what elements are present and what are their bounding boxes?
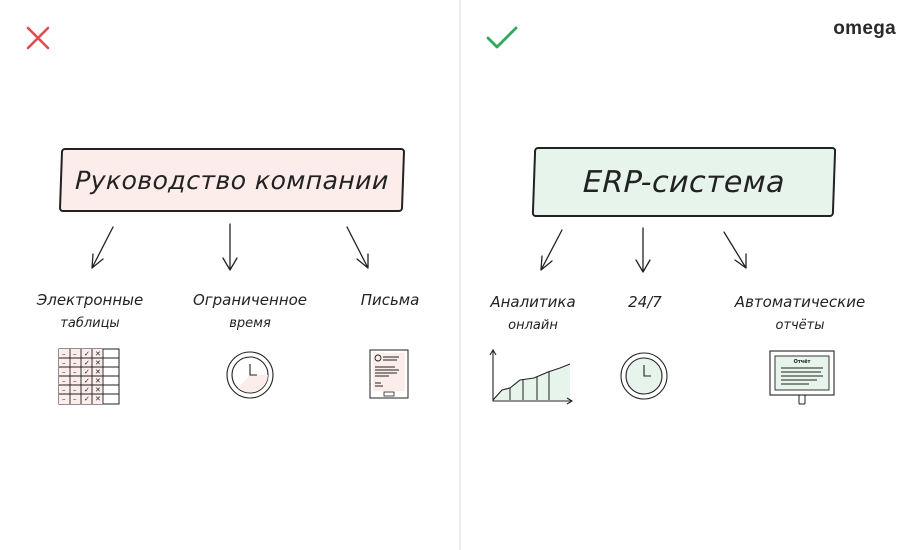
spreadsheet-icon: ––✓✕ ––✓✕ ––✓✕ ––✓✕ ––✓✕ ––✓✕ — [58, 348, 120, 405]
label-24-7: 24/7 — [628, 293, 662, 311]
svg-text:✕: ✕ — [95, 359, 101, 367]
arrow-icon — [91, 226, 114, 269]
cross-icon — [26, 26, 50, 50]
label-letters: Письма — [360, 291, 420, 309]
svg-text:–: – — [73, 350, 77, 358]
svg-text:–: – — [62, 350, 66, 358]
svg-text:–: – — [62, 368, 66, 376]
svg-text:✕: ✕ — [95, 350, 101, 358]
svg-text:✓: ✓ — [84, 395, 90, 403]
svg-text:–: – — [73, 377, 77, 385]
svg-text:✓: ✓ — [84, 359, 90, 367]
arrow-icon — [635, 227, 651, 273]
arrow-icon — [540, 229, 563, 271]
svg-text:–: – — [73, 359, 77, 367]
svg-text:✓: ✓ — [84, 386, 90, 394]
screen-title: Отчёт — [794, 359, 811, 365]
divider — [459, 0, 461, 550]
svg-text:–: – — [62, 386, 66, 394]
svg-text:–: – — [73, 368, 77, 376]
chart-icon — [489, 348, 574, 405]
svg-text:✕: ✕ — [95, 386, 101, 394]
svg-text:✓: ✓ — [84, 350, 90, 358]
monitor-report-icon: Отчёт — [769, 350, 835, 405]
svg-text:✕: ✕ — [95, 395, 101, 403]
svg-text:✓: ✓ — [84, 368, 90, 376]
svg-text:✓: ✓ — [84, 377, 90, 385]
svg-text:–: – — [62, 395, 66, 403]
svg-text:✕: ✕ — [95, 368, 101, 376]
svg-text:–: – — [62, 377, 66, 385]
svg-text:✕: ✕ — [95, 377, 101, 385]
arrow-icon — [222, 223, 238, 271]
clock-icon — [226, 351, 274, 399]
svg-text:–: – — [62, 359, 66, 367]
clock-icon — [620, 352, 668, 400]
svg-text:–: – — [73, 386, 77, 394]
arrow-icon — [723, 231, 747, 269]
svg-text:–: – — [73, 395, 77, 403]
arrow-icon — [346, 226, 369, 269]
letter-icon — [369, 349, 409, 399]
check-icon — [486, 26, 518, 49]
omega-logo: omega — [833, 18, 896, 39]
